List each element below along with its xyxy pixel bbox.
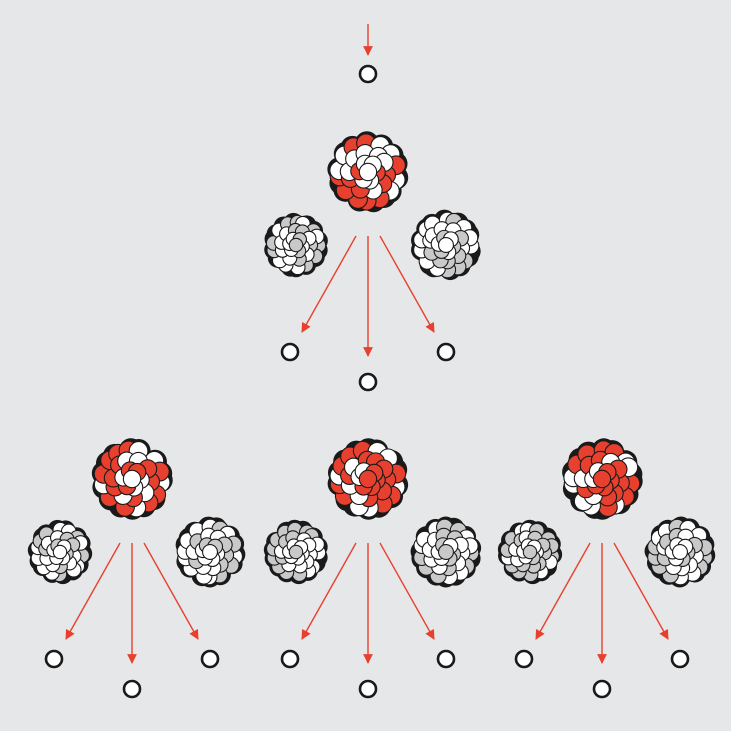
arrow <box>613 542 669 640</box>
neutron-circle-icon <box>436 342 456 362</box>
fission-fragment-icon <box>27 519 93 585</box>
fission-fragment-icon <box>263 519 328 585</box>
neutron-circle-icon <box>670 649 690 669</box>
heavy-nucleus-icon <box>327 131 409 213</box>
neutron-circle-icon <box>592 679 612 699</box>
fission-fragment-icon <box>644 516 716 588</box>
heavy-nucleus-icon <box>562 438 643 520</box>
heavy-nucleus-icon <box>91 438 173 520</box>
fission-fragment-icon <box>410 516 482 588</box>
neutron-circle-icon <box>122 679 142 699</box>
fission-fragment-icon <box>410 209 481 281</box>
fission-fragment-icon <box>264 212 328 278</box>
arrow <box>535 542 591 640</box>
neutron-circle-icon <box>358 64 378 84</box>
neutron-circle-icon <box>358 372 378 392</box>
heavy-nucleus-icon <box>327 438 409 520</box>
neutron-circle-icon <box>514 649 534 669</box>
arrow <box>65 542 121 640</box>
neutron-circle-icon <box>200 649 220 669</box>
neutron-circle-icon <box>436 649 456 669</box>
neutron-circle-icon <box>44 649 64 669</box>
arrow <box>301 542 357 640</box>
fission-fragment-icon <box>175 516 246 588</box>
neutron-circle-icon <box>280 649 300 669</box>
arrow <box>301 235 357 333</box>
arrow <box>379 235 435 333</box>
neutron-circle-icon <box>358 679 378 699</box>
neutron-circle-icon <box>280 342 300 362</box>
arrow <box>143 542 199 640</box>
fission-fragment-icon <box>497 519 563 585</box>
arrow <box>379 542 435 640</box>
